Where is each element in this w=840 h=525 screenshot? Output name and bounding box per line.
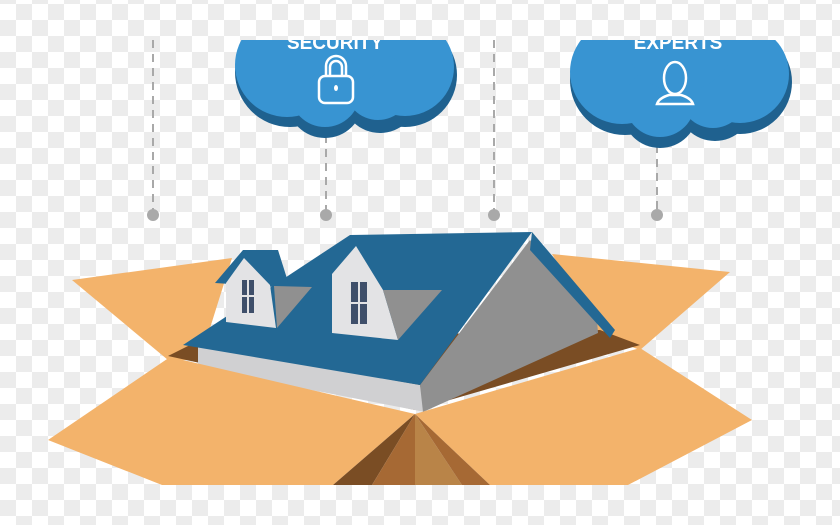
connector-dot xyxy=(488,209,500,221)
box-front-left-flap xyxy=(48,357,415,485)
box-front-fold-mid2 xyxy=(415,414,490,485)
window-icon xyxy=(242,280,254,313)
padlock-icon xyxy=(317,54,355,105)
window-icon xyxy=(351,282,367,324)
security-cloud: SECURITY xyxy=(235,33,457,138)
cardboard-box xyxy=(48,232,752,485)
experts-cloud: EXPERTS xyxy=(570,33,792,148)
box-back-left-flap xyxy=(72,258,232,360)
connector-dot xyxy=(320,209,332,221)
connector-lines xyxy=(147,40,663,221)
connector-dot xyxy=(147,209,159,221)
box-front-fold-dark xyxy=(333,414,415,485)
box-front-fold-mid xyxy=(372,414,415,485)
security-label: SECURITY xyxy=(287,33,383,54)
dormer-left-shadow xyxy=(274,286,312,328)
dormer-right-shadow xyxy=(383,290,442,340)
experts-label: EXPERTS xyxy=(634,33,723,54)
house xyxy=(183,232,615,412)
house-gable-wall xyxy=(420,240,598,412)
connector-dot xyxy=(651,209,663,221)
house-front-wall xyxy=(198,345,425,412)
person-icon xyxy=(655,60,695,106)
roof-edge xyxy=(530,232,615,338)
box-front-right-flap xyxy=(415,348,752,485)
